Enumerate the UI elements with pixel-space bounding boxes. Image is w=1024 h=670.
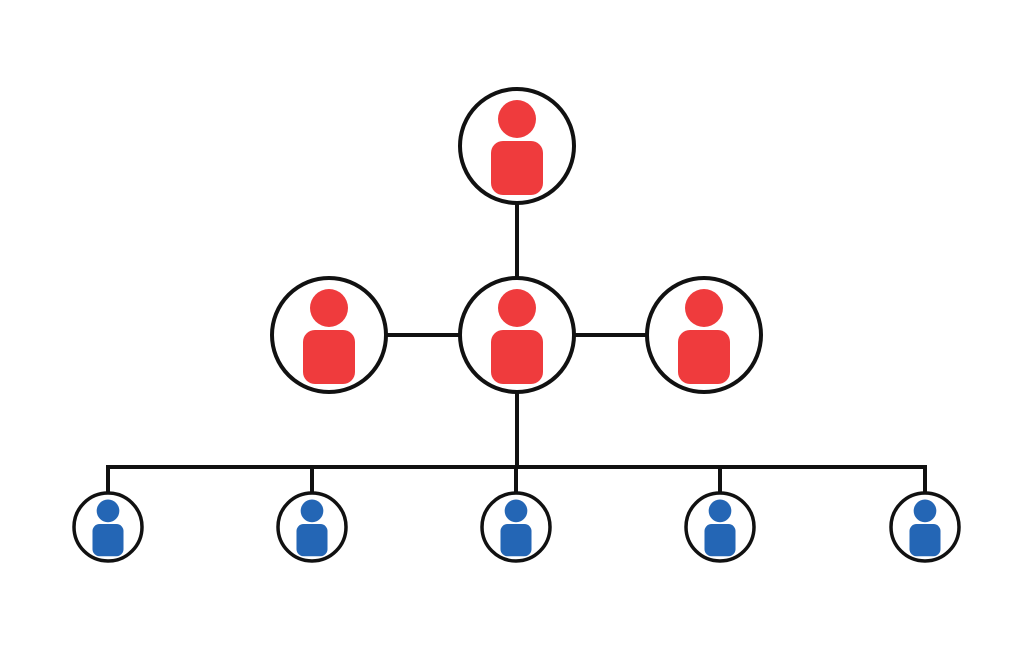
node-member-3 [480, 491, 552, 563]
person-icon [296, 499, 328, 557]
person-head [498, 289, 536, 327]
person-head [913, 499, 937, 523]
person-icon [92, 499, 124, 557]
person-body [704, 524, 736, 557]
person-icon [500, 499, 532, 557]
connector-lines [106, 203, 927, 493]
person-body [296, 524, 328, 557]
node-right [645, 276, 763, 394]
person-body [491, 330, 543, 384]
person-body [491, 141, 543, 195]
person-body [500, 524, 532, 557]
person-body [909, 524, 941, 557]
node-member-1 [72, 491, 144, 563]
node-member-2 [276, 491, 348, 563]
person-head [708, 499, 732, 523]
node-top [458, 87, 576, 205]
person-head [310, 289, 348, 327]
node-member-4 [684, 491, 756, 563]
person-head [504, 499, 528, 523]
person-icon [704, 499, 736, 557]
person-body [92, 524, 124, 557]
node-left [270, 276, 388, 394]
person-icon [491, 100, 543, 195]
node-member-5 [889, 491, 961, 563]
node-center [458, 276, 576, 394]
person-head [498, 100, 536, 138]
person-icon [303, 289, 355, 384]
person-icon [491, 289, 543, 384]
person-head [300, 499, 324, 523]
person-body [678, 330, 730, 384]
person-body [303, 330, 355, 384]
person-head [96, 499, 120, 523]
person-icon [909, 499, 941, 557]
person-icon [678, 289, 730, 384]
person-head [685, 289, 723, 327]
